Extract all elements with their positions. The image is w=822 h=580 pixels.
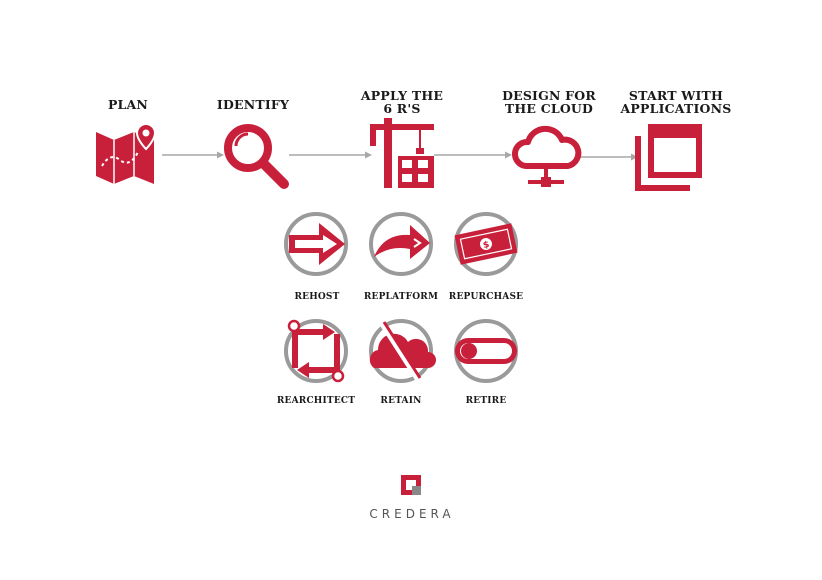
r-label-retain: RETAIN [380,396,422,406]
credera-logo-text: CREDERA [369,507,455,521]
svg-text:$: $ [482,240,490,251]
r-label-retire: RETIRE [465,396,507,406]
crane-building-icon [370,118,434,188]
dollar-bill-icon: $ [454,212,518,276]
magnifier-icon [224,124,289,189]
r-label-rearchitect: REARCHITECT [276,396,356,406]
step-label-start-apps: START WITH APPLICATIONS [620,88,732,116]
step-label-plan: PLAN [107,97,149,112]
step-label-identify: IDENTIFY [216,97,290,112]
r-label-repurchase: REPURCHASE [448,292,524,302]
r-label-replatform: REPLATFORM [363,292,439,302]
arrow-right-icon [284,212,348,276]
toggle-off-icon [454,319,518,383]
cloud-slash-icon [369,319,436,383]
cycle-arrows-icon [284,319,348,383]
credera-logo-mark [401,475,421,495]
step-label-apply-6rs: APPLY THE 6 R'S [360,88,444,116]
r-label-rehost: REHOST [294,292,340,302]
step-label-design-cloud: DESIGN FOR THE CLOUD [502,88,596,116]
cloud-network-icon [512,125,582,187]
app-window-icon [635,124,702,191]
curved-arrow-icon [369,212,433,276]
map-pin-icon [96,122,157,184]
